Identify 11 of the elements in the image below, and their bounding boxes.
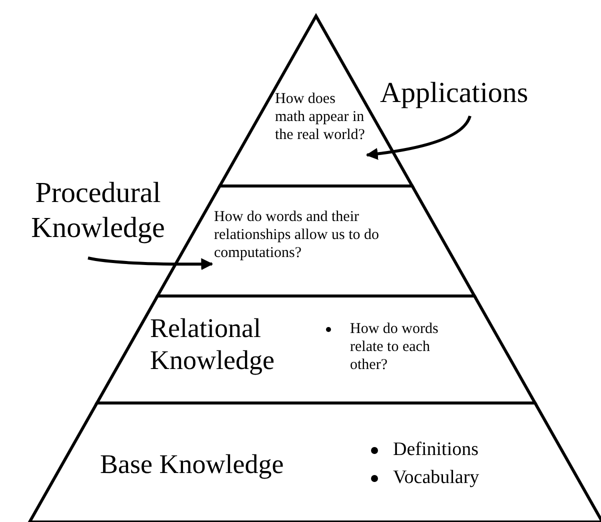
level-description: Vocabulary (393, 467, 480, 490)
level-description: How do words and their relationships allow us to do computations? (214, 208, 380, 262)
level-title: Relational Knowledge (150, 312, 276, 377)
level-description: How does math appear in the real world? (275, 90, 366, 144)
level-title: Applications (380, 76, 530, 111)
curved-arrow (88, 256, 214, 270)
curved-arrow (366, 115, 472, 160)
level-title: Base Knowledge (100, 448, 285, 480)
level-title: Procedural Knowledge (30, 176, 166, 246)
level-description: How do words relate to each other? (350, 320, 440, 374)
level-description: Definitions (393, 439, 480, 462)
